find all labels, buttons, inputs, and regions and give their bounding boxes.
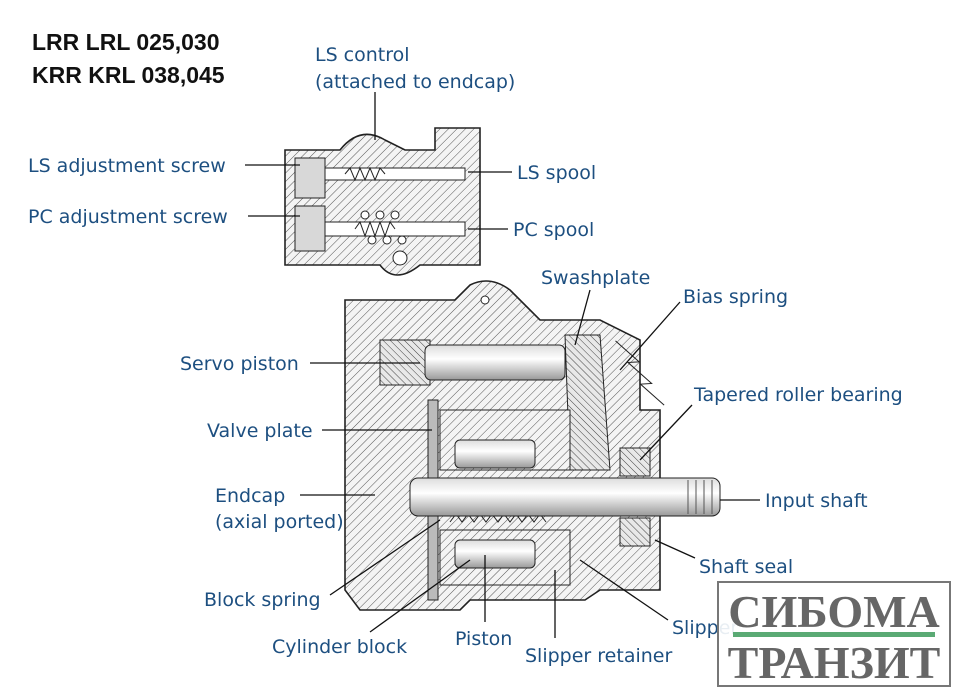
pump-drawing <box>344 280 721 611</box>
label-endcap: Endcap <box>215 485 285 507</box>
label-shaft-seal: Shaft seal <box>699 556 793 578</box>
label-piston: Piston <box>455 628 512 650</box>
label-ls-control: LS control <box>315 44 410 66</box>
label-input-shaft: Input shaft <box>765 490 868 512</box>
logo-bar <box>733 632 935 637</box>
label-tapered-roller-bearing: Tapered roller bearing <box>693 384 903 406</box>
ls-control-drawing <box>284 127 481 276</box>
servo-piston-part <box>424 344 566 381</box>
label-swashplate: Swashplate <box>541 267 650 289</box>
label-bias-spring: Bias spring <box>683 286 788 308</box>
label-ls-spool: LS spool <box>517 162 596 184</box>
label-servo-piston: Servo piston <box>180 353 299 375</box>
label-endcap-sub: (axial ported) <box>215 511 344 533</box>
label-cylinder-block: Cylinder block <box>272 636 407 658</box>
model-title-line2: KRR KRL 038,045 <box>32 62 225 88</box>
label-pc-spool: PC spool <box>513 219 594 241</box>
label-block-spring: Block spring <box>204 589 321 611</box>
logo-line2: ТРАНЗИТ <box>728 637 941 688</box>
label-valve-plate: Valve plate <box>207 420 313 442</box>
sibomatransit-logo: СИБОМА ТРАНЗИТ <box>717 581 951 688</box>
label-slipper-retainer: Slipper retainer <box>525 645 672 667</box>
label-ls-adjustment-screw: LS adjustment screw <box>28 155 226 177</box>
logo-line1: СИБОМА <box>728 586 940 637</box>
input-shaft-part <box>409 477 721 517</box>
leader-lines <box>245 92 760 638</box>
label-ls-control-sub: (attached to endcap) <box>315 71 515 93</box>
label-pc-adjustment-screw: PC adjustment screw <box>28 206 228 228</box>
model-title-line1: LRR LRL 025,030 <box>32 29 219 55</box>
